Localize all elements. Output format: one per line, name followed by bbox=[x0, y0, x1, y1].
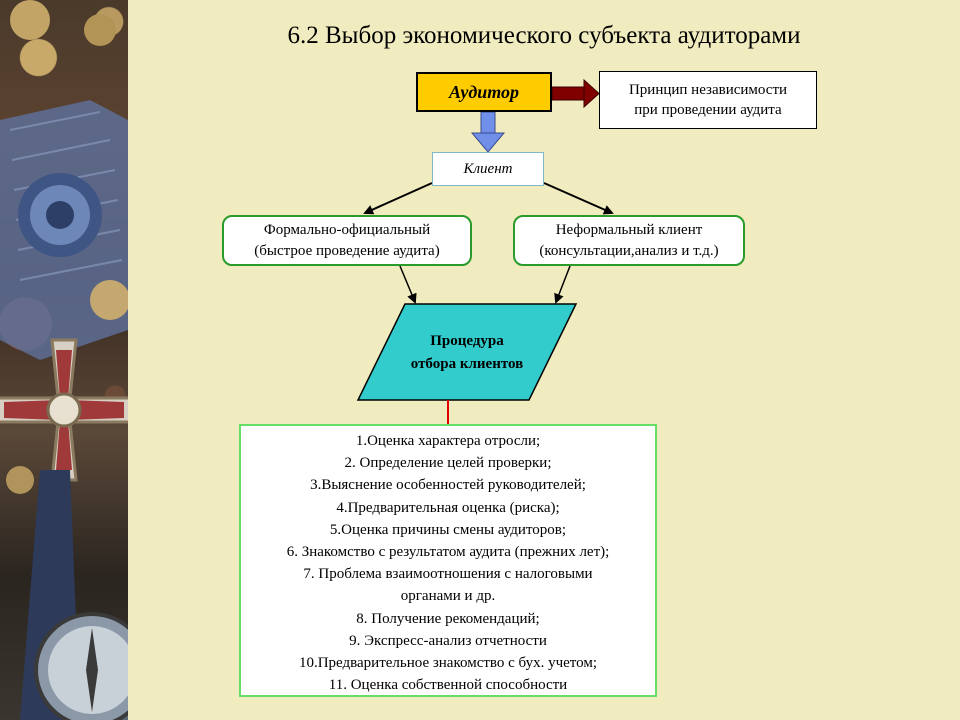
list-item: 5.Оценка причины смены аудиторов; bbox=[329, 521, 567, 538]
arrow-client-to-informal bbox=[543, 182, 614, 215]
list-item: 10.Предварительное знакомство с бух. уче… bbox=[298, 655, 598, 672]
client-box: Клиент bbox=[432, 152, 544, 186]
arrow-informal-to-procedure bbox=[554, 265, 571, 304]
principle-line: при проведении аудита bbox=[634, 102, 782, 118]
list-item: 1.Оценка характера отросли; bbox=[355, 433, 541, 449]
auditor-box: Аудитор bbox=[416, 72, 552, 112]
list-item: 3.Выяснение особенностей руководителей; bbox=[310, 477, 586, 494]
list-item: 9. Экспресс-анализ отчетности bbox=[349, 632, 547, 649]
arrow-auditor-to-principle bbox=[551, 78, 600, 109]
procedure-line: отбора клиентов bbox=[410, 356, 524, 372]
procedure-parallelogram bbox=[356, 303, 578, 401]
formal-client-line: Формально-официальный bbox=[263, 221, 431, 238]
independence-principle-box: Принцип независимости при проведении ауд… bbox=[599, 71, 817, 129]
procedure-line: Процедура bbox=[430, 333, 504, 349]
decorative-sidebar-image bbox=[0, 0, 128, 720]
list-item: 4.Предварительная оценка (риска); bbox=[336, 499, 560, 516]
list-item: 2. Определение целей проверки; bbox=[344, 455, 552, 472]
principle-line: Принцип независимости bbox=[628, 82, 788, 98]
list-item: 8. Получение рекомендаций; bbox=[356, 610, 540, 627]
list-item: 11. Оценка собственной способности bbox=[328, 677, 568, 694]
informal-client-line: (консультации,анализ и т.д.) bbox=[539, 242, 719, 259]
medal-decoration-icon bbox=[0, 0, 128, 720]
list-item: органами и др. bbox=[400, 588, 496, 605]
procedure-label: Процедура отбора клиентов bbox=[392, 330, 542, 376]
slide-title: 6.2 Выбор экономического субъекта аудито… bbox=[287, 22, 801, 49]
formal-client-box: Формально-официальный (быстрое проведени… bbox=[222, 215, 472, 266]
formal-client-line: (быстрое проведение аудита) bbox=[254, 242, 440, 259]
arrow-auditor-to-client bbox=[470, 111, 506, 153]
arrow-formal-to-procedure bbox=[399, 265, 417, 304]
list-item: 6. Знакомство с результатом аудита (преж… bbox=[286, 544, 610, 561]
informal-client-box: Неформальный клиент (консультации,анализ… bbox=[513, 215, 745, 266]
selection-steps-list: 1.Оценка характера отросли; 2. Определен… bbox=[239, 424, 657, 697]
informal-client-line: Неформальный клиент bbox=[555, 221, 703, 238]
list-item: 7. Проблема взаимоотношения с налоговыми bbox=[303, 566, 593, 583]
arrow-client-to-formal bbox=[363, 182, 433, 215]
